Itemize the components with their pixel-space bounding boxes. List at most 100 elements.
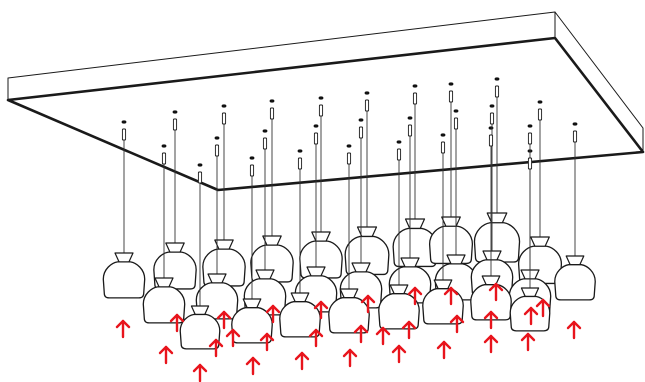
- pendant-lamp-icon: [517, 108, 563, 285]
- pendant-lamp-icon: [142, 152, 186, 324]
- ceiling-anchor-dot: [494, 77, 500, 81]
- pendant-lamp-icon: [428, 90, 474, 265]
- up-arrow-icon: [265, 304, 281, 324]
- lamp-shade: [179, 313, 221, 350]
- ceiling-anchor-dot: [249, 156, 255, 160]
- pendant-lamp-icon: [344, 99, 390, 276]
- cord-socket: [358, 126, 364, 139]
- ceiling-anchor-dot: [262, 129, 268, 133]
- pendant-lamp-icon: [195, 144, 239, 320]
- ceiling-anchor-dot: [221, 104, 227, 108]
- cord-socket: [221, 112, 227, 125]
- ceiling-anchor-dot: [121, 120, 127, 124]
- cord-socket: [262, 137, 268, 150]
- ceiling-anchor-points: [121, 77, 578, 167]
- cord-socket: [412, 92, 418, 105]
- up-arrow-icon: [192, 363, 208, 382]
- cord-socket: [440, 141, 446, 154]
- up-arrow-icon: [443, 286, 459, 306]
- cord-socket: [297, 157, 303, 170]
- ceiling-anchor-dot: [488, 126, 494, 130]
- cord-socket: [172, 118, 178, 131]
- cord-socket: [346, 152, 352, 165]
- pendant-lamp-icon: [422, 141, 464, 325]
- up-arrow-icon: [483, 310, 499, 330]
- up-arrow-icon: [436, 340, 452, 360]
- up-arrow-icon: [520, 332, 536, 352]
- up-arrow-icon: [449, 314, 465, 334]
- pendant-lamp-icon: [179, 171, 221, 350]
- lamp-shade: [470, 284, 512, 321]
- ceiling-anchor-dot: [313, 124, 319, 128]
- up-arrow-icon: [401, 320, 417, 340]
- lamp-shade: [202, 248, 246, 287]
- ceiling-anchor-dot: [172, 110, 178, 114]
- ceiling-anchor-dot: [537, 100, 543, 104]
- up-arrow-icon: [259, 332, 275, 352]
- ceiling-anchor-dot: [214, 136, 220, 140]
- up-arrow-icon: [566, 320, 582, 340]
- cord-socket: [161, 152, 167, 165]
- lamp-shade: [250, 244, 294, 283]
- up-arrow-icon: [313, 300, 329, 320]
- up-arrow-icon: [294, 351, 310, 371]
- cord-socket: [269, 107, 275, 120]
- ceiling-anchor-dot: [572, 122, 578, 126]
- pendant-lamp-icon: [202, 112, 246, 287]
- lamp-shade: [554, 264, 596, 301]
- cord-socket: [197, 171, 203, 184]
- cord-socket: [214, 144, 220, 157]
- cord-socket: [537, 108, 543, 121]
- up-arrow-icon: [523, 306, 539, 326]
- ceiling-anchor-dot: [364, 91, 370, 95]
- up-arrow-icon: [169, 313, 185, 333]
- cord-socket: [407, 124, 413, 137]
- pendant-lamp-icon: [243, 137, 287, 316]
- upward-arrows: [115, 282, 582, 382]
- ceiling-panel: [6, 11, 645, 192]
- up-arrow-icon: [488, 282, 504, 302]
- up-arrow-icon: [375, 326, 391, 346]
- up-arrow-icon: [407, 286, 423, 306]
- cord-socket: [489, 112, 495, 125]
- cord-socket: [318, 104, 324, 117]
- lamp-shade: [378, 293, 420, 330]
- up-arrow-icon: [391, 344, 407, 364]
- ceiling-anchor-dot: [412, 84, 418, 88]
- cord-socket: [249, 164, 255, 177]
- up-arrow-icon: [308, 328, 324, 348]
- panel-top-rim: [7, 11, 644, 153]
- cord-socket: [396, 148, 402, 161]
- panel-bottom-face: [6, 36, 645, 192]
- up-arrow-icon: [483, 334, 499, 354]
- up-arrow-icon: [216, 310, 232, 330]
- cord-socket: [572, 130, 578, 143]
- up-arrow-icon: [535, 298, 551, 318]
- ceiling-anchor-dot: [269, 99, 275, 103]
- up-arrow-icon: [245, 356, 261, 376]
- up-arrow-icon: [342, 348, 358, 368]
- ceiling-anchor-dot: [440, 133, 446, 137]
- ceiling-anchor-dot: [346, 144, 352, 148]
- pendant-lamps: [102, 85, 596, 350]
- pendant-lamp-icon: [378, 148, 420, 330]
- cord-socket: [364, 99, 370, 112]
- ceiling-anchor-dot: [318, 96, 324, 100]
- up-arrow-icon: [158, 345, 174, 365]
- cord-socket: [488, 134, 494, 147]
- ceiling-anchor-dot: [407, 116, 413, 120]
- up-arrow-icon: [115, 319, 131, 339]
- ceiling-anchor-dot: [453, 109, 459, 113]
- pendant-lamp-icon: [554, 130, 596, 301]
- ceiling-anchor-dot: [448, 82, 454, 86]
- pendant-lamp-icon: [473, 85, 521, 263]
- ceiling-anchor-dot: [197, 163, 203, 167]
- up-arrow-icon: [360, 294, 376, 314]
- pendant-lamp-icon: [328, 152, 370, 334]
- cord-socket: [527, 132, 533, 145]
- up-arrow-icon: [208, 338, 224, 358]
- up-arrow-icon: [353, 324, 369, 344]
- cord-socket: [121, 128, 127, 141]
- pendant-lamp-icon: [250, 107, 294, 283]
